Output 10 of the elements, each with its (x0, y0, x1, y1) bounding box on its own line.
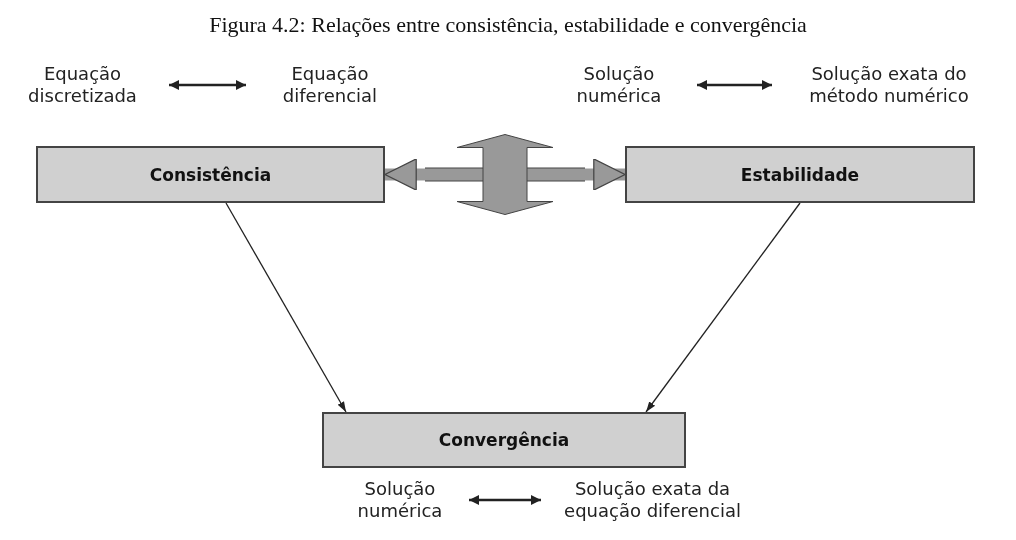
text-label: Solução numérica (335, 470, 465, 530)
text-label: Solução exata da equação diferencial (545, 470, 760, 530)
process-box: Estabilidade (625, 146, 975, 203)
text-label: Solução numérica (545, 60, 693, 110)
text-label: Equação diferencial (250, 60, 410, 110)
text-label: Equação discretizada (0, 60, 165, 110)
process-box: Convergência (322, 412, 686, 468)
text-label: Solução exata do método numérico (776, 60, 1002, 110)
process-box: Consistência (36, 146, 385, 203)
figure-title: Figura 4.2: Relações entre consistência, estabilidade e convergência (208, 12, 808, 38)
